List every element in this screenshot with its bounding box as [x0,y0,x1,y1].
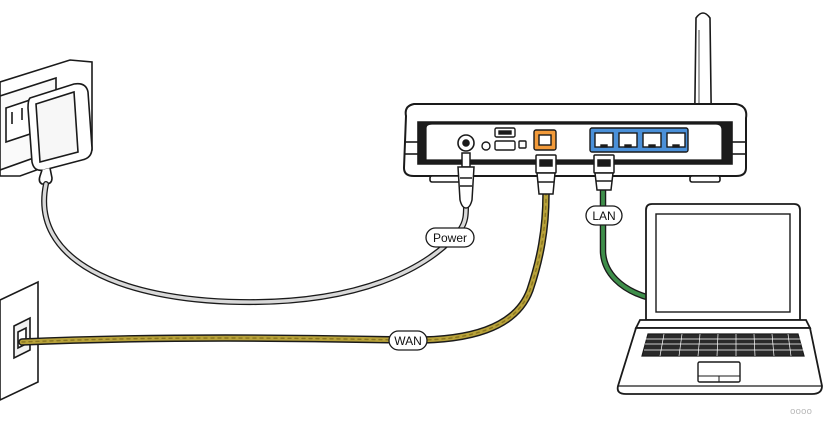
router-lan-ports [589,127,689,153]
router [402,12,748,183]
router-reset-button [481,141,491,151]
power-plug [457,152,475,209]
power-cable [41,181,469,306]
lan-cable [599,184,654,302]
wan-label-text: WAN [394,334,422,348]
laptop [616,203,823,395]
router-wan-port [533,129,557,151]
power-label-text: Power [433,231,467,245]
power-label: Power [425,227,475,248]
lan-label-text: LAN [592,209,615,223]
router-power-jack [457,134,475,152]
lan-label: LAN [585,205,623,226]
wan-label: WAN [388,330,428,351]
laptop-keys [644,333,803,357]
router-usb-port [494,127,527,151]
laptop-keyboard [641,333,805,357]
wan-plug [535,154,557,195]
watermark-text: oooo [790,407,813,417]
power-adapter [27,82,93,185]
lan-plug [593,154,615,191]
